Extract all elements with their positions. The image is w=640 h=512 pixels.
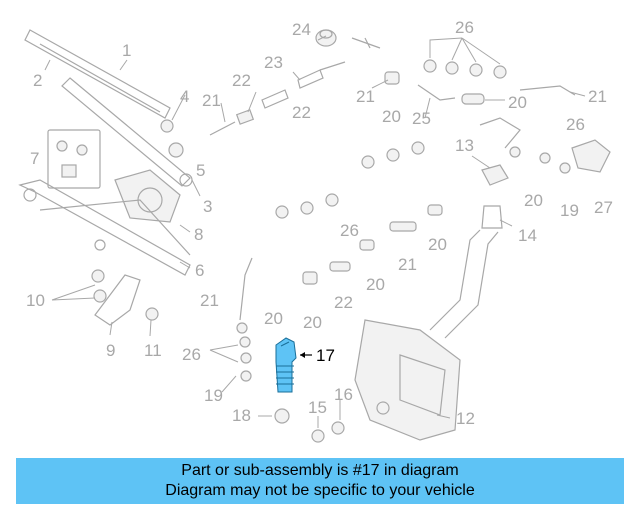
callout-13: 13 (455, 136, 474, 155)
callout-9: 9 (106, 341, 115, 360)
wiper-linkage-part (18, 179, 191, 276)
hose-clip-row-part (423, 59, 507, 79)
callout-21-c: 21 (356, 87, 375, 106)
callout-12: 12 (456, 409, 475, 428)
callout-11: 11 (144, 341, 162, 360)
hose-part (239, 257, 253, 321)
seal-part (331, 421, 345, 435)
vehicle-disclaimer-line: Diagram may not be specific to your vehi… (165, 482, 475, 499)
callout-19-b: 19 (560, 201, 579, 220)
callout-26-c: 26 (340, 221, 359, 240)
callout-22: 22 (232, 71, 251, 90)
callout-3: 3 (203, 197, 212, 216)
callout-24: 24 (292, 20, 311, 39)
callout-23: 23 (264, 53, 283, 72)
callout-2: 2 (33, 71, 42, 90)
callout-27: 27 (594, 198, 613, 217)
wiper-motor-part (114, 169, 181, 223)
callout-19: 19 (204, 386, 223, 405)
callout-20-e: 20 (428, 235, 447, 254)
callout-1: 1 (122, 41, 131, 60)
callout-26-d: 26 (182, 345, 201, 364)
nut-part (145, 307, 159, 321)
filler-neck-part (429, 205, 503, 339)
callout-25: 25 (412, 109, 431, 128)
hose-clip-middle-part (275, 141, 425, 219)
washer-jet-part (479, 117, 521, 186)
callout-20: 20 (264, 309, 283, 328)
grommet-part (91, 269, 107, 303)
callout-5: 5 (196, 161, 205, 180)
check-valve-part (209, 109, 255, 136)
callout-21-b: 21 (202, 91, 221, 110)
callout-10: 10 (26, 291, 45, 310)
callout-26: 26 (455, 18, 474, 37)
part-info-line: Part or sub-assembly is #17 in diagram (181, 462, 459, 479)
sensor-part (311, 429, 325, 443)
t-connector-part (351, 37, 381, 49)
callout-26-b: 26 (566, 115, 585, 134)
callout-21: 21 (200, 291, 219, 310)
connector-part (302, 204, 443, 285)
callout-20-f: 20 (366, 275, 385, 294)
callout-7: 7 (30, 149, 39, 168)
plug-part (274, 408, 290, 424)
callout-22-b: 22 (292, 103, 311, 122)
washer-pump-part-17 (275, 337, 297, 393)
callout-20-g: 20 (303, 313, 322, 332)
callout-20-d: 20 (524, 191, 543, 210)
callout-21-d: 21 (588, 87, 607, 106)
cap-part (315, 29, 337, 47)
callout-22-c: 22 (334, 293, 353, 312)
callout-21-e: 21 (398, 255, 417, 274)
callout-17: 17 (316, 346, 335, 365)
hose-section-part (261, 61, 346, 109)
wiper-blade-part (24, 29, 171, 119)
callout-18: 18 (232, 406, 251, 425)
bolt-kit-part (47, 129, 101, 189)
wiper-nut-part (160, 119, 184, 158)
callout-15: 15 (308, 398, 327, 417)
callout-8: 8 (194, 225, 203, 244)
callout-4: 4 (180, 87, 189, 106)
part-info-banner: Part or sub-assembly is #17 in diagram D… (16, 458, 624, 504)
callout-6: 6 (195, 261, 204, 280)
callout-16: 16 (334, 385, 353, 404)
callout-20-b: 20 (382, 107, 401, 126)
callout-14: 14 (518, 226, 537, 245)
washer-reservoir-part (354, 319, 461, 441)
mount-bracket-part (94, 274, 141, 326)
callout-20-c: 20 (508, 93, 527, 112)
spray-nozzle-part (571, 139, 611, 173)
